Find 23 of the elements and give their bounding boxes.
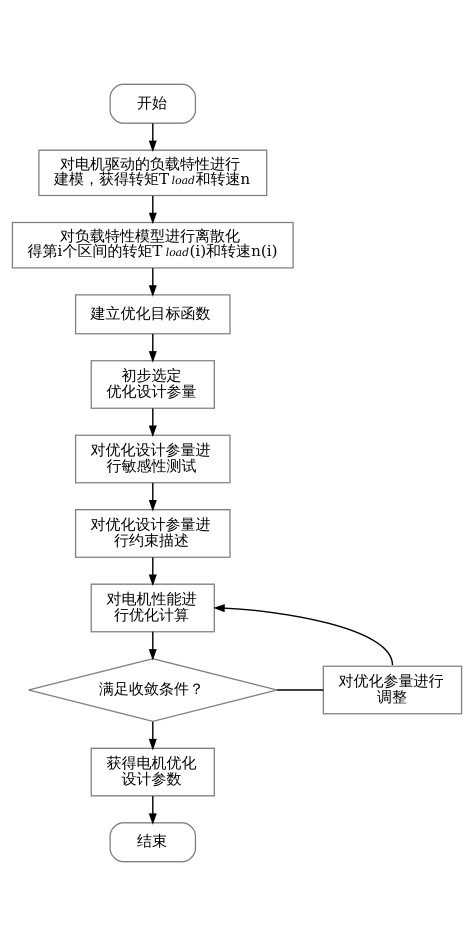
node-box: 建立优化目标函数 [74, 294, 231, 334]
connector [276, 689, 324, 691]
node-box: 对电机性能进行优化计算 [90, 584, 215, 632]
arrow [148, 123, 157, 152]
node-box: 对优化参量进行调整 [322, 666, 462, 714]
node-box: 开始 [110, 84, 196, 124]
arrow [148, 557, 157, 586]
arrow [148, 196, 157, 224]
node-box: 对电机驱动的负载特性进行建模，获得转矩Tload和转速n [38, 150, 268, 196]
node-box: 结束 [110, 822, 196, 862]
node-box: 对优化设计参量进行约束描述 [74, 509, 231, 558]
node-box: 对优化设计参量进行敏感性测试 [74, 434, 231, 484]
arrow [148, 334, 157, 363]
node-box: 初步选定优化设计参量 [90, 360, 215, 409]
node-box: 获得电机优化设计参数 [90, 748, 215, 796]
arrow [148, 632, 157, 661]
arrow [213, 604, 394, 666]
arrow [148, 796, 157, 825]
arrow [148, 482, 157, 512]
node-diamond: 满足收敛条件？ [28, 658, 278, 722]
arrow [148, 268, 157, 297]
arrow [148, 408, 157, 438]
arrow [148, 722, 157, 750]
